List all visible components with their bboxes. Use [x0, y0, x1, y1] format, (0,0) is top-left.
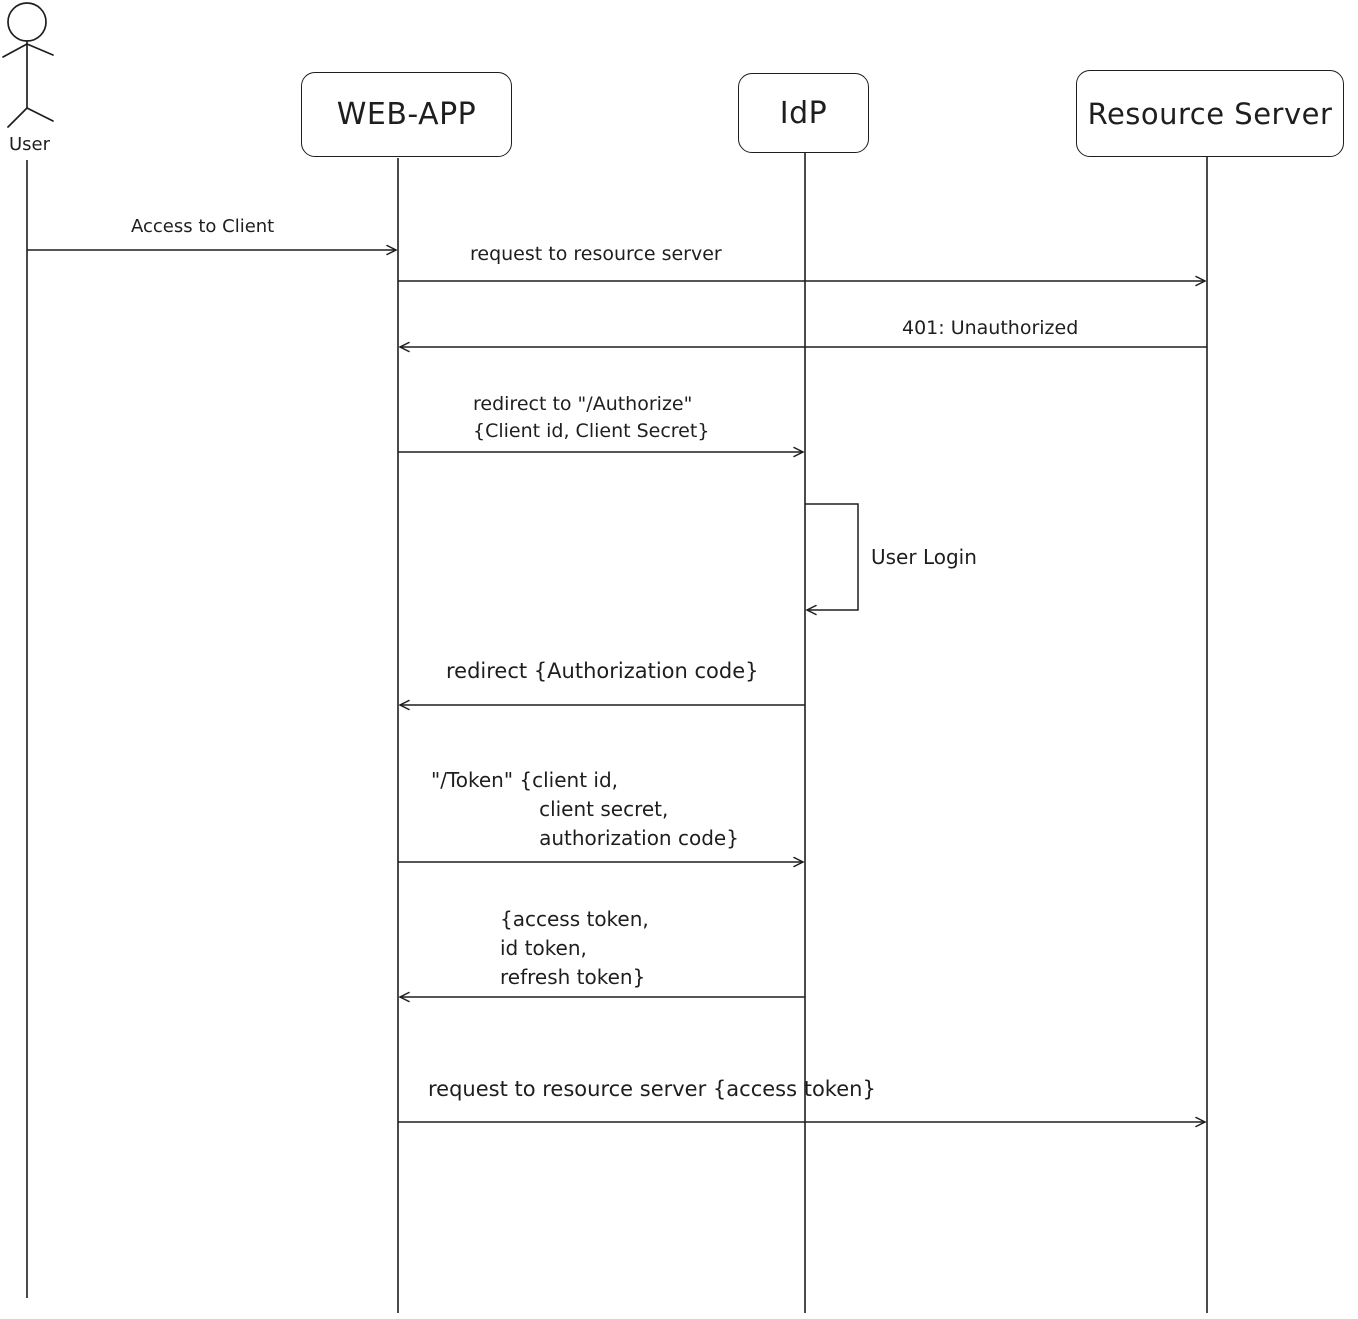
- message-label-request-with-access-token: request to resource server {access token…: [428, 1077, 876, 1101]
- actor-box-idp: IdP: [738, 73, 869, 153]
- actor-box-resource-server: Resource Server: [1076, 70, 1344, 157]
- actor-label-user: User: [9, 134, 51, 155]
- actor-box-web-app: WEB-APP: [301, 72, 512, 157]
- message-label-request-to-resource-server: request to resource server: [470, 243, 722, 265]
- stick-figure-left-arm: [2, 43, 28, 58]
- stick-figure-left-leg: [7, 107, 28, 128]
- message-label-token-response: {access token, id token, refresh token}: [500, 907, 649, 989]
- stick-figure-head: [7, 2, 47, 42]
- message-label-401-unauthorized: 401: Unauthorized: [902, 317, 1079, 339]
- actor-label-web-app: WEB-APP: [336, 97, 477, 132]
- actor-label-resource-server: Resource Server: [1087, 96, 1333, 131]
- actor-label-idp: IdP: [779, 95, 828, 131]
- user-stick-figure-icon: [2, 2, 54, 128]
- stick-figure-right-arm: [26, 43, 54, 56]
- message-label-redirect-authorization-code: redirect {Authorization code}: [446, 659, 759, 683]
- arrow-user-login-self-loop: [805, 503, 859, 616]
- message-label-token-request: "/Token" {client id, client secret, auth…: [431, 768, 739, 850]
- message-label-user-login: User Login: [871, 545, 977, 569]
- stick-figure-right-leg: [26, 107, 54, 122]
- message-label-access-to-client: Access to Client: [131, 216, 275, 237]
- message-label-redirect-to-authorize: redirect to "/Authorize" {Client id, Cli…: [473, 393, 710, 442]
